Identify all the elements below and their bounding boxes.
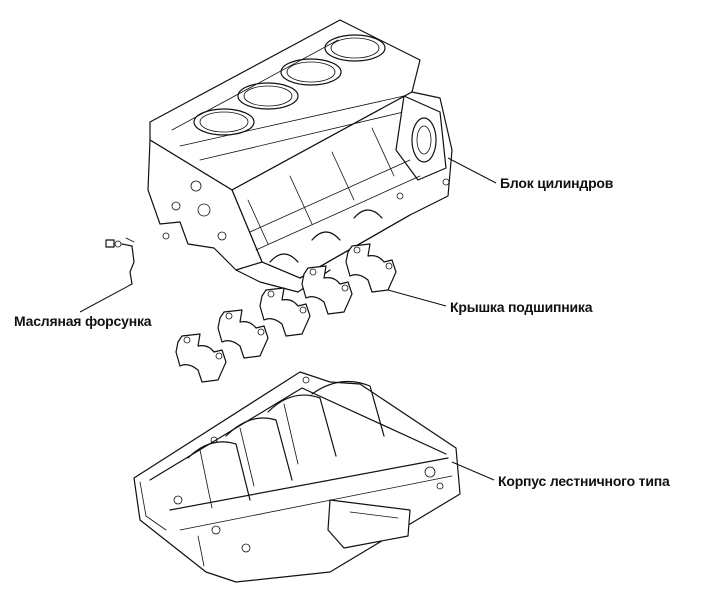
leader-bearing-cap: [387, 289, 447, 307]
oil-jet-label: Масляная форсунка: [14, 313, 152, 329]
ladder-frame-drawing: [133, 371, 461, 583]
leader-lines: [79, 157, 497, 481]
ladder-housing-label: Корпус лестничного типа: [498, 473, 670, 489]
oil-jet-drawing: [105, 237, 135, 285]
cylinder-block-drawing: [147, 19, 453, 293]
leader-cylinder-block: [447, 157, 497, 184]
bearing-caps-drawing: [175, 243, 397, 383]
leader-ladder-housing: [451, 461, 495, 481]
bearing-cap-label: Крышка подшипника: [450, 299, 593, 315]
cylinder-block-label: Блок цилиндров: [500, 175, 614, 191]
leader-oil-jet: [79, 283, 133, 313]
